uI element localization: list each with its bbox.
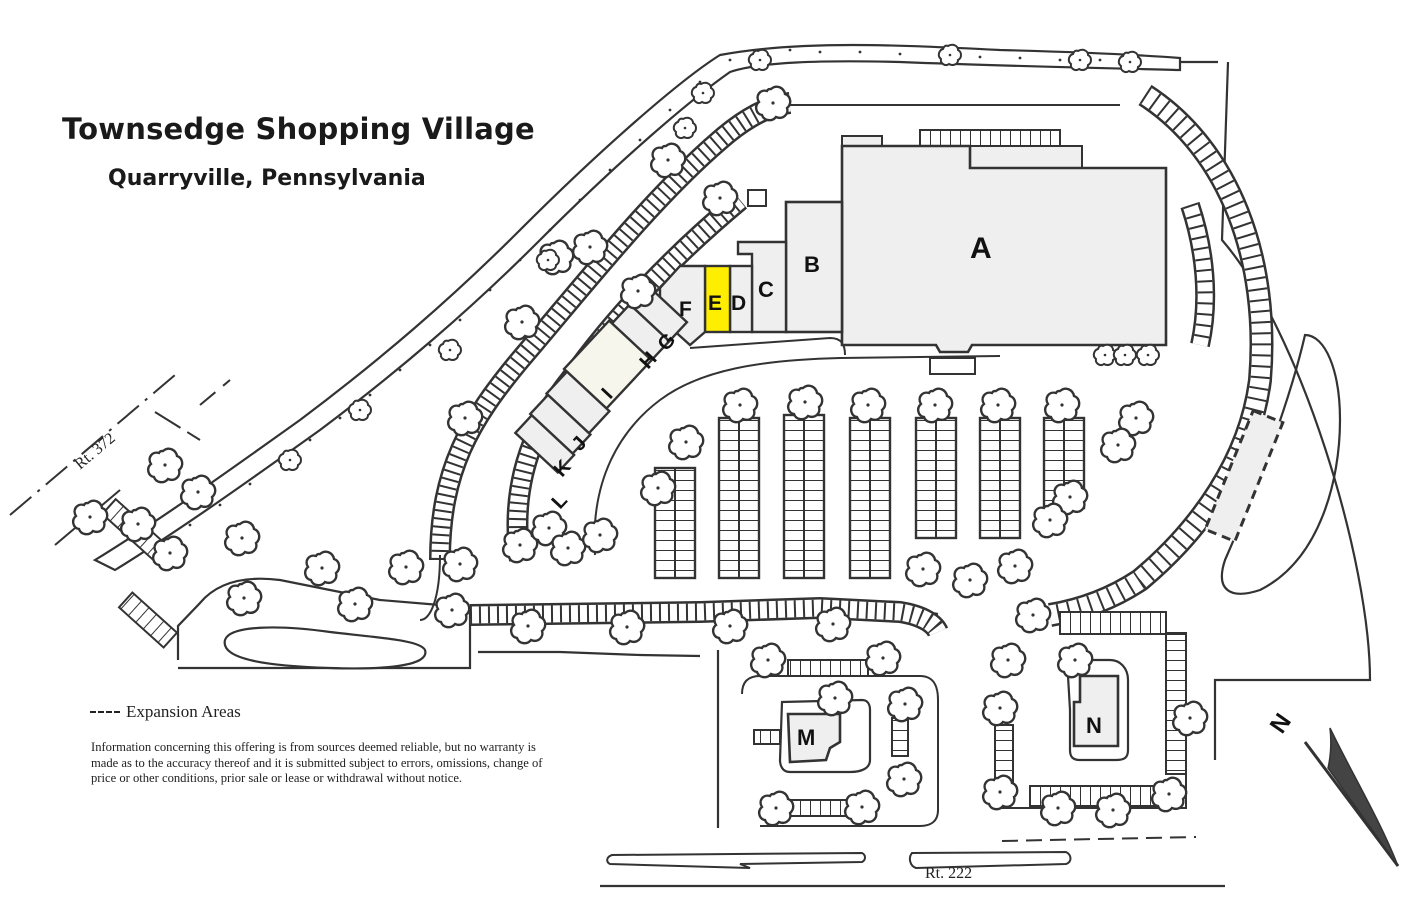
unit-m-label: M: [797, 725, 815, 750]
unit-d-label: D: [731, 292, 746, 315]
strip-units-angled: [513, 283, 689, 475]
unit-c-label: C: [758, 277, 774, 302]
unit-e-label[interactable]: E: [708, 292, 722, 315]
unit-b-label: B: [804, 252, 820, 277]
page-subtitle: Quarryville, Pennsylvania: [108, 166, 426, 191]
disclaimer-text: Information concerning this offering is …: [91, 740, 543, 785]
unit-f-label: F: [679, 298, 692, 321]
rt372-label: Rt. 372: [72, 430, 119, 473]
dashed-line-icon: [90, 711, 120, 713]
unit-a-label: A: [970, 232, 992, 265]
parking-rows: [653, 413, 1086, 580]
pond: [223, 626, 427, 670]
unit-n-label: N: [1086, 713, 1102, 738]
north-label: N: [1265, 709, 1297, 739]
legend-label: Expansion Areas: [126, 702, 241, 721]
unit-b-outline: [784, 200, 844, 334]
tree-belt-north: [92, 43, 1182, 572]
rt222-medians: [606, 836, 1197, 870]
expansion-area: [1203, 408, 1285, 544]
legend-expansion-areas: Expansion Areas: [90, 702, 241, 722]
building-a-group: [840, 129, 1168, 375]
page-title: Townsedge Shopping Village: [62, 112, 535, 146]
front-drive-curve: [593, 355, 1001, 556]
unit-e-outline: [703, 264, 732, 334]
north-arrow-icon: N: [1265, 709, 1400, 867]
unit-l-label: L: [548, 489, 572, 513]
pad-m: [741, 659, 939, 827]
rt222-label: Rt. 222: [925, 865, 972, 882]
pad-n: [994, 611, 1187, 809]
parking-band-northwest: [429, 92, 792, 561]
